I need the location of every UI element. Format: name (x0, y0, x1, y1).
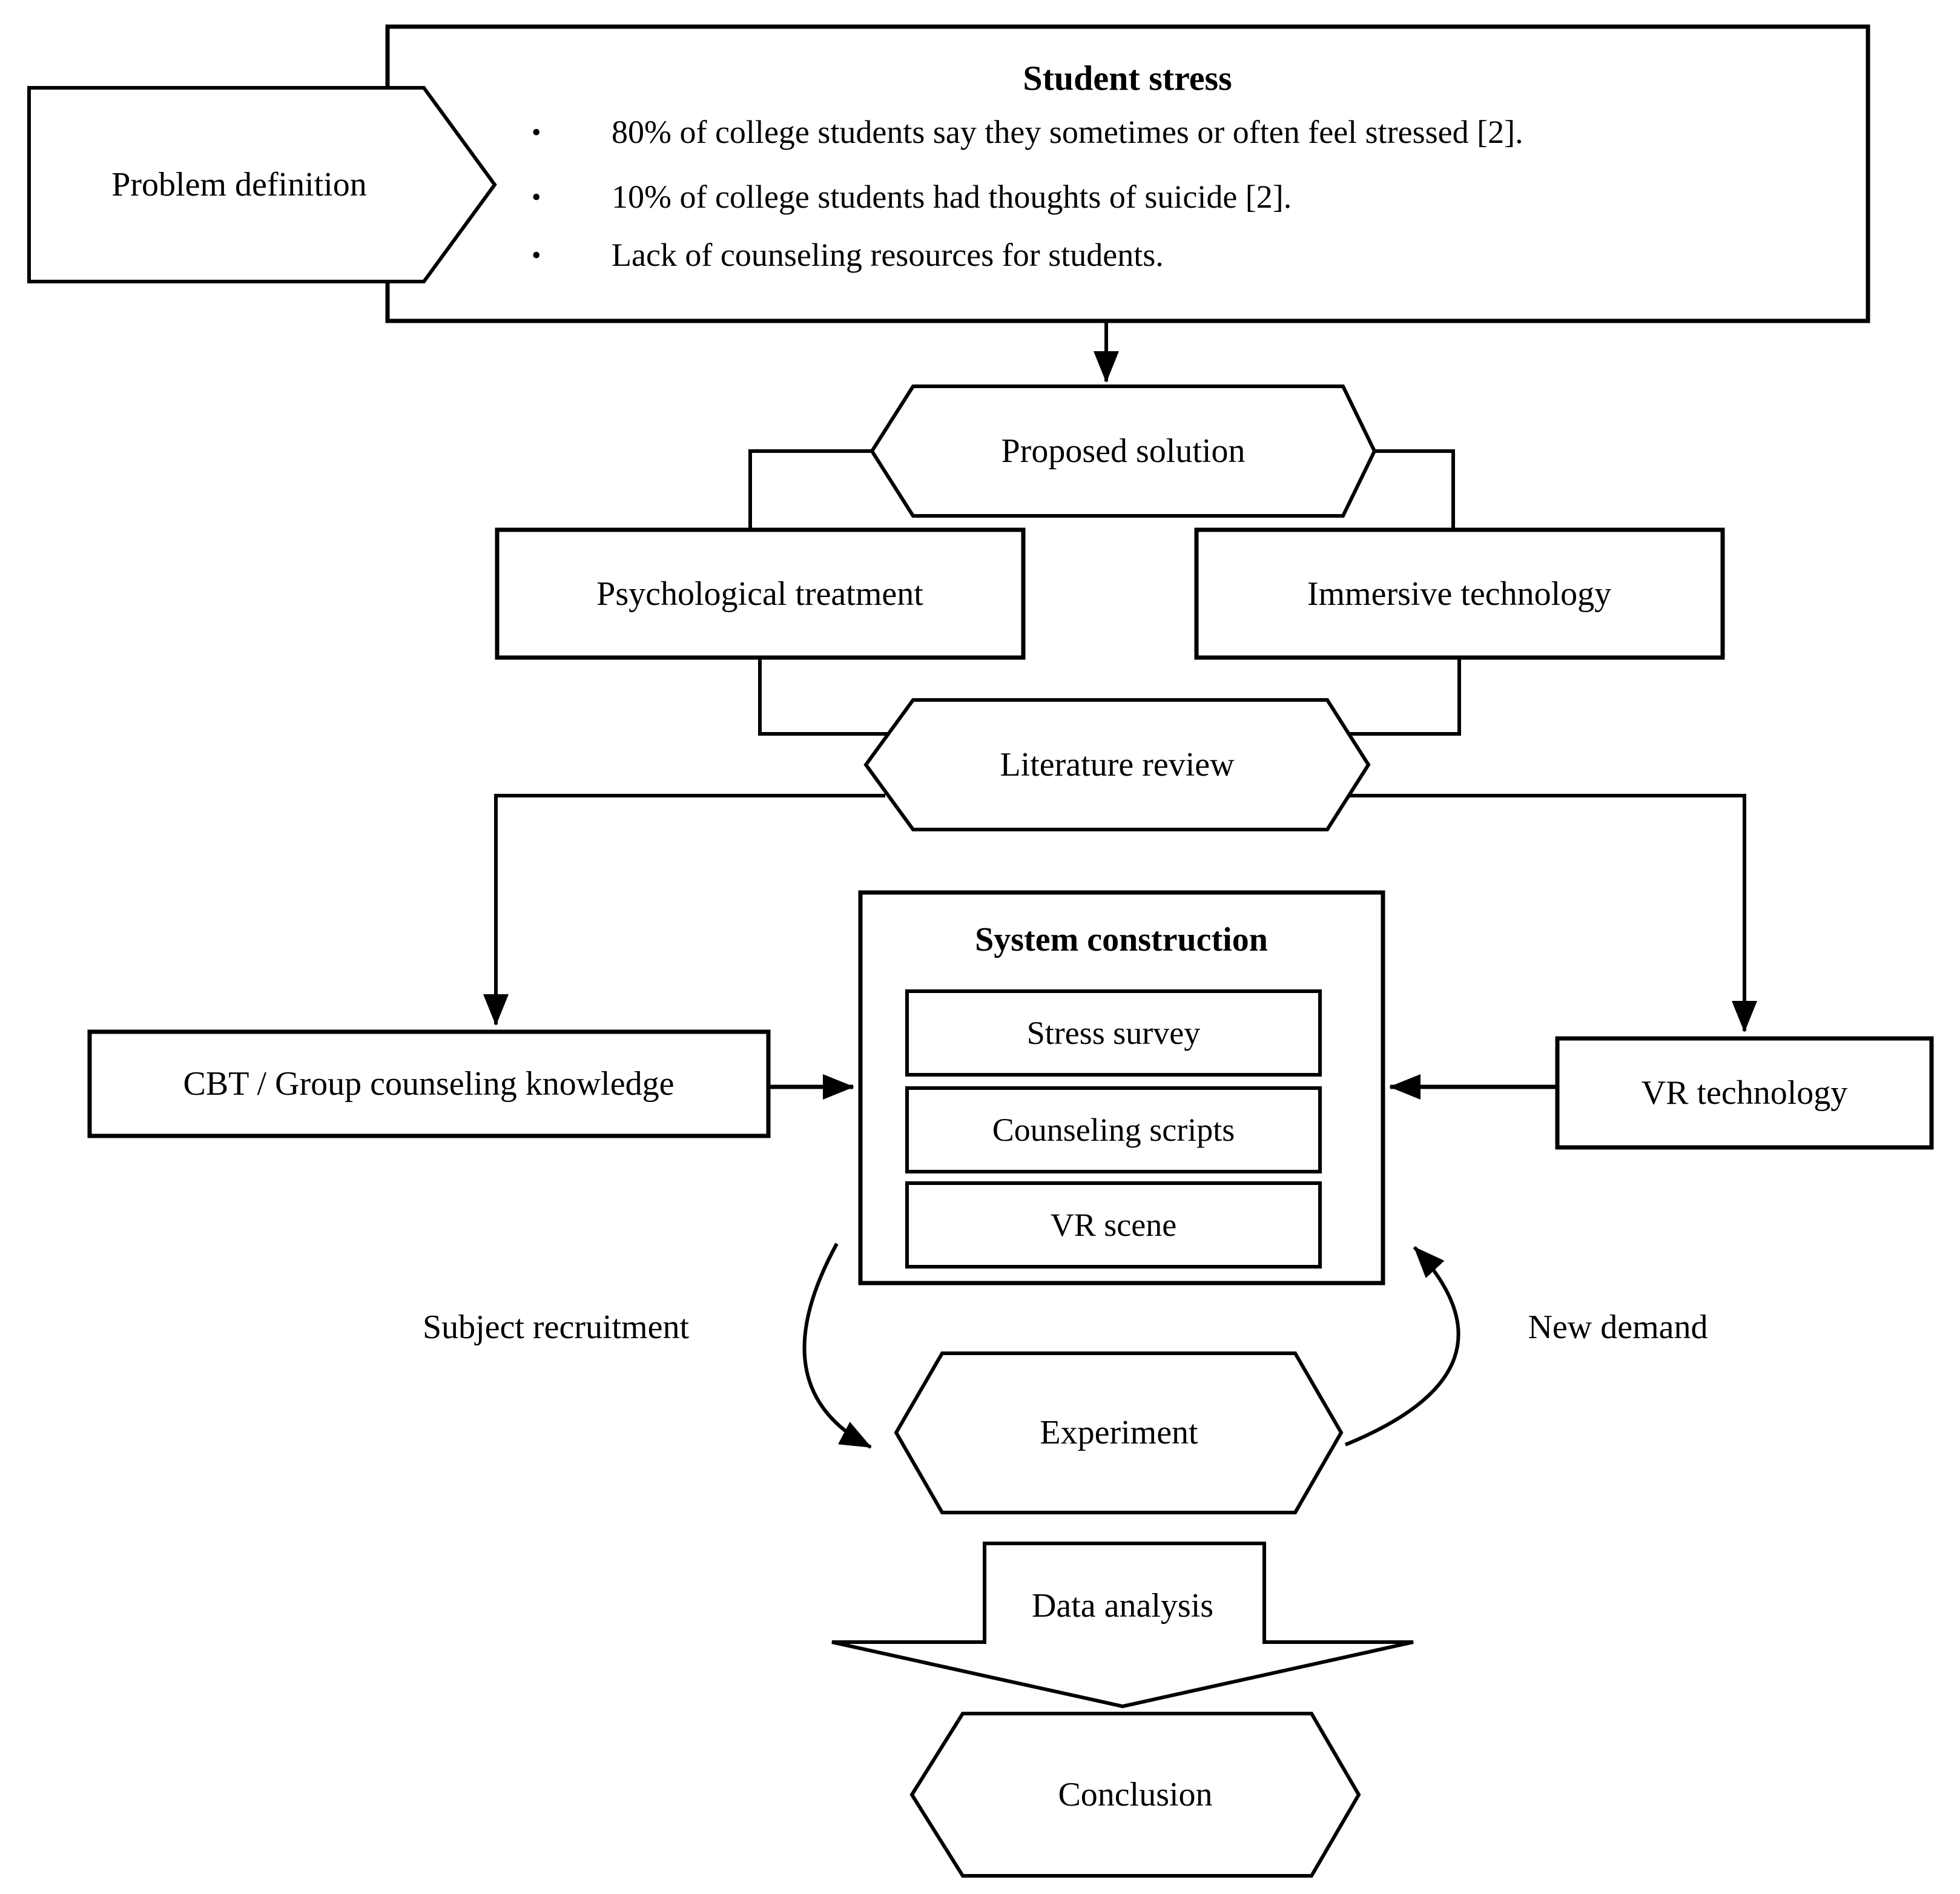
connector-psych-to-literature (758, 658, 890, 736)
vr-scene-box (905, 1181, 1322, 1269)
experiment-label: Experiment (1040, 1413, 1198, 1451)
counseling-scripts-box (905, 1086, 1322, 1173)
connector-proposed-to-immersive (1374, 449, 1455, 528)
stress-bullet-2: • 10% of college students had thoughts o… (532, 171, 1292, 222)
counseling-scripts-label: Counseling scripts (992, 1111, 1235, 1148)
student-stress-title: Student stress (1023, 58, 1232, 98)
stress-survey-box (905, 989, 1322, 1077)
stress-survey-label: Stress survey (1026, 1014, 1201, 1051)
psychological-treatment-label: Psychological treatment (596, 575, 923, 613)
psychological-treatment-box (495, 527, 1026, 660)
bullet-icon: • (532, 240, 541, 270)
proposed-solution-label: Proposed solution (1001, 432, 1246, 470)
connector-literature-to-cbt (483, 794, 885, 1026)
stress-bullet-text: Lack of counseling resources for student… (612, 237, 1164, 273)
stress-bullet-1: • 80% of college students say they somet… (532, 107, 1523, 157)
bullet-icon: • (532, 117, 541, 147)
subject-recruitment-annotation: Subject recruitment (422, 1308, 690, 1346)
experiment-hexagon (894, 1351, 1344, 1514)
immersive-technology-label: Immersive technology (1307, 575, 1612, 613)
stress-bullet-text: 80% of college students say they sometim… (612, 114, 1523, 150)
conclusion-label: Conclusion (1058, 1775, 1213, 1813)
curve-new-demand (1344, 1246, 1460, 1447)
bullet-icon: • (532, 182, 541, 212)
vr-technology-box (1555, 1036, 1934, 1150)
data-analysis-label: Data analysis (1031, 1586, 1214, 1625)
literature-review-hexagon (863, 698, 1371, 831)
cbt-knowledge-box (87, 1029, 771, 1138)
system-construction-title: System construction (975, 920, 1268, 959)
proposed-solution-hexagon (869, 384, 1377, 518)
conclusion-hexagon (909, 1712, 1361, 1878)
student-stress-box (385, 24, 1870, 323)
immersive-technology-box (1194, 527, 1725, 660)
vr-scene-label: VR scene (1050, 1206, 1177, 1243)
curve-subject-recruitment (802, 1242, 872, 1449)
stress-bullet-3: • Lack of counseling resources for stude… (532, 229, 1164, 280)
connector-immersive-to-literature (1335, 658, 1461, 736)
cbt-knowledge-label: CBT / Group counseling knowledge (183, 1064, 675, 1103)
connector-literature-to-vr (1340, 794, 1757, 1032)
literature-review-label: Literature review (1000, 745, 1235, 784)
connector-proposed-to-psych (748, 449, 872, 528)
stress-bullet-text: 10% of college students had thoughts of … (612, 179, 1292, 215)
new-demand-annotation: New demand (1528, 1308, 1708, 1346)
problem-definition-shape (27, 86, 497, 283)
data-analysis-arrow-shape (831, 1542, 1414, 1709)
vr-technology-label: VR technology (1641, 1074, 1848, 1112)
problem-definition-label: Problem definition (111, 165, 367, 203)
